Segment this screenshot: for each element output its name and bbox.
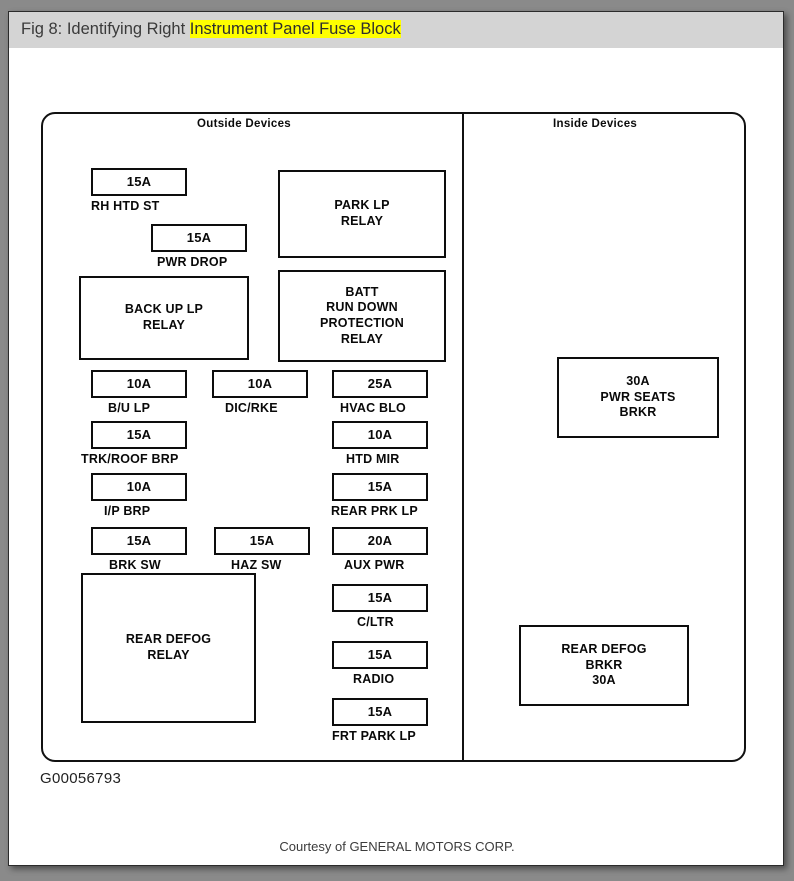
fuse-box-trk-roof-brp: 15A — [91, 421, 187, 449]
fuse-box-ip-brp: 10A — [91, 473, 187, 501]
figure-caption-prefix: Fig 8: Identifying Right — [21, 20, 190, 38]
panel-divider — [462, 112, 464, 762]
fuse-label-ip-brp: I/P BRP — [104, 504, 151, 518]
outside-devices-label: Outside Devices — [197, 118, 291, 130]
fuse-label-aux-pwr: AUX PWR — [344, 558, 405, 572]
fuse-box-hvac-blo: 25A — [332, 370, 428, 398]
page-title: Fig 8: Identifying Right Instrument Pane… — [21, 20, 401, 39]
fuse-label-rear-prk-lp: REAR PRK LP — [331, 504, 418, 518]
fuse-box-c-ltr: 15A — [332, 584, 428, 612]
fuse-label-htd-mir: HTD MIR — [346, 452, 400, 466]
fuse-label-pwr-drop: PWR DROP — [157, 255, 228, 269]
courtesy-credit: Courtesy of GENERAL MOTORS CORP. — [279, 839, 515, 854]
fuse-label-haz-sw: HAZ SW — [231, 558, 282, 572]
fuse-box-radio: 15A — [332, 641, 428, 669]
fuse-label-trk-roof-brp: TRK/ROOF BRP — [81, 452, 179, 466]
fuse-label-rh-htd-st: RH HTD ST — [91, 199, 160, 213]
fuse-box-haz-sw: 15A — [214, 527, 310, 555]
fuse-label-radio: RADIO — [353, 672, 395, 686]
fuse-box-htd-mir: 10A — [332, 421, 428, 449]
fuse-box-frt-park-lp: 15A — [332, 698, 428, 726]
figure-number: G00056793 — [40, 770, 122, 787]
document-sheet: Fig 8: Identifying Right Instrument Pane… — [8, 11, 784, 866]
fuse-box-aux-pwr: 20A — [332, 527, 428, 555]
figure-caption-bar: Fig 8: Identifying Right Instrument Pane… — [9, 12, 783, 48]
fuse-label-hvac-blo: HVAC BLO — [340, 401, 406, 415]
fuse-box-dic-rke: 10A — [212, 370, 308, 398]
fuse-box-pwr-drop: 15A — [151, 224, 247, 252]
fuse-box-rear-prk-lp: 15A — [332, 473, 428, 501]
fuse-box-rh-htd-st: 15A — [91, 168, 187, 196]
fuse-label-dic-rke: DIC/RKE — [225, 401, 278, 415]
figure-caption-highlight: Instrument Panel Fuse Block — [189, 20, 401, 38]
fuse-label-bu-lp: B/U LP — [108, 401, 151, 415]
fuse-box-bu-lp: 10A — [91, 370, 187, 398]
fuse-label-frt-park-lp: FRT PARK LP — [332, 729, 416, 743]
fuse-label-c-ltr: C/LTR — [357, 615, 394, 629]
fuse-box-brk-sw: 15A — [91, 527, 187, 555]
inside-devices-label: Inside Devices — [553, 118, 638, 130]
fuse-label-brk-sw: BRK SW — [109, 558, 161, 572]
